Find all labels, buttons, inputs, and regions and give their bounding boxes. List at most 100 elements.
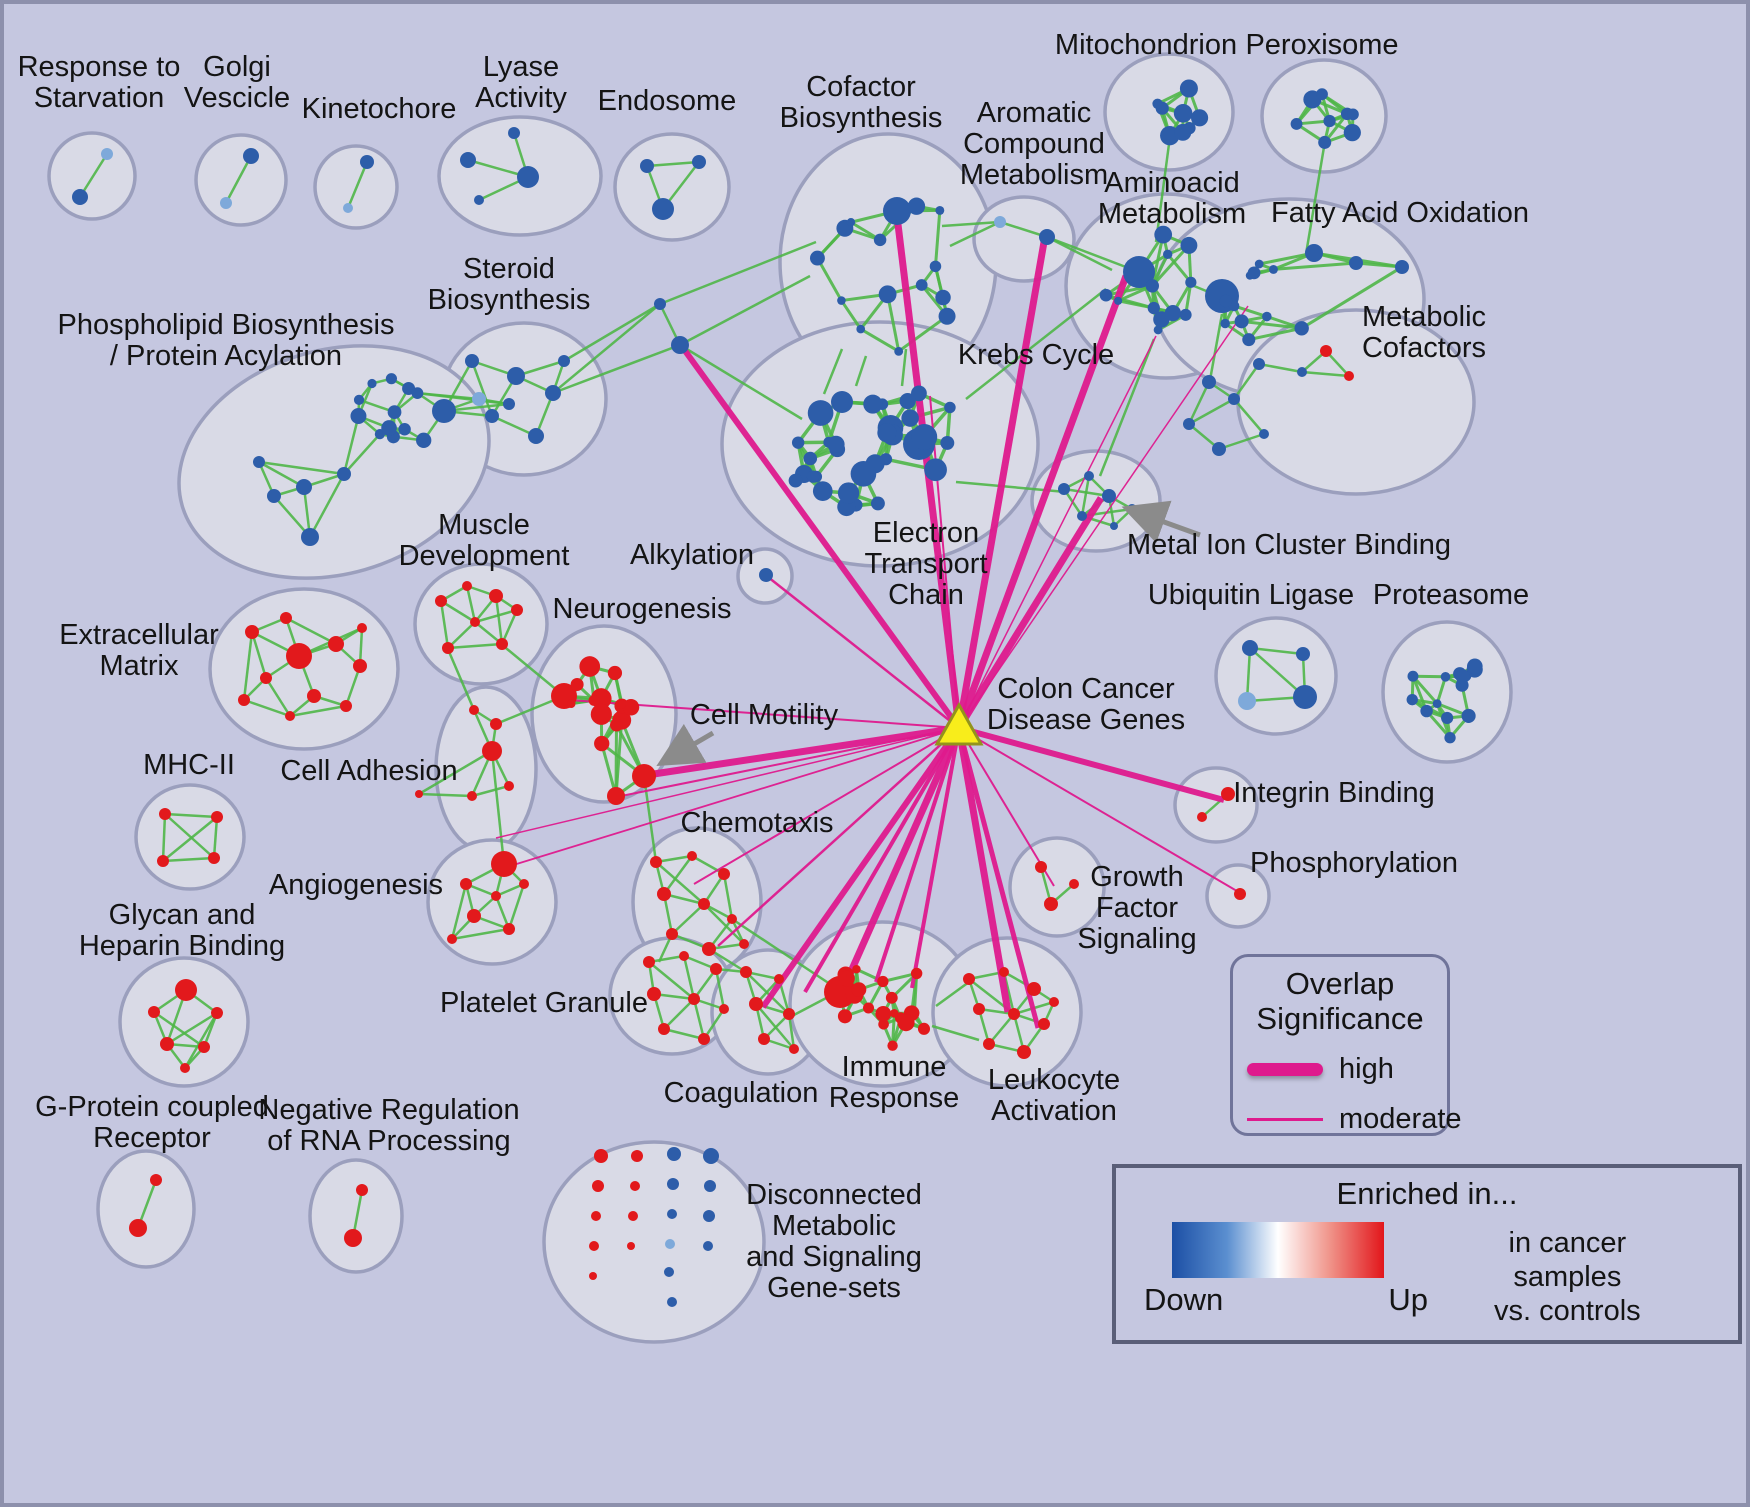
cluster-ellipse-endosome bbox=[613, 132, 731, 242]
gene-set-edge bbox=[258, 460, 345, 476]
gene-set-node bbox=[592, 1180, 604, 1192]
annot-layer bbox=[656, 500, 1201, 767]
gene-set-node bbox=[1147, 301, 1160, 315]
gene-set-node bbox=[1259, 429, 1269, 439]
gene-set-node bbox=[211, 1007, 223, 1019]
enrichment-note: in cancer samples vs. controls bbox=[1494, 1226, 1641, 1329]
gene-set-node bbox=[435, 595, 447, 607]
gene-set-node bbox=[1153, 325, 1163, 335]
gene-set-node bbox=[758, 1033, 770, 1045]
significance-edge bbox=[495, 727, 960, 839]
gene-set-edge bbox=[1258, 251, 1315, 266]
gene-set-node bbox=[878, 285, 897, 304]
gene-set-node bbox=[129, 1219, 147, 1237]
label-g-protein-coupled-receptor: Receptor bbox=[93, 1122, 211, 1154]
gene-set-node bbox=[588, 694, 600, 706]
gene-set-node bbox=[503, 923, 515, 935]
gene-set-node bbox=[1154, 225, 1173, 244]
gene-set-node bbox=[1038, 1018, 1050, 1030]
hub-layer bbox=[934, 701, 984, 746]
overlap-legend-row-moderate: moderate bbox=[1247, 1103, 1462, 1136]
gene-set-node bbox=[1180, 236, 1198, 254]
gene-set-node bbox=[702, 942, 716, 956]
gene-set-edge bbox=[692, 968, 718, 1000]
gene-set-node bbox=[812, 481, 833, 501]
label-leukocyte-activation: Leukocyte bbox=[988, 1064, 1120, 1096]
gene-set-node bbox=[589, 1241, 599, 1251]
gene-set-edge bbox=[891, 1013, 896, 1046]
gene-set-node bbox=[267, 489, 281, 503]
gene-set-node bbox=[1305, 244, 1323, 262]
gene-set-node bbox=[101, 148, 113, 160]
gene-set-node bbox=[1145, 279, 1160, 293]
gene-set-node bbox=[470, 617, 480, 627]
gene-set-node bbox=[594, 1149, 608, 1163]
gene-set-edge bbox=[1411, 675, 1439, 705]
gene-set-node bbox=[465, 354, 479, 368]
gene-set-node bbox=[973, 1003, 985, 1015]
gene-set-node bbox=[1347, 108, 1359, 121]
gene-set-node bbox=[665, 1239, 675, 1249]
label-golgi-vescicle: Vescicle bbox=[184, 82, 290, 114]
gene-set-edge bbox=[988, 1013, 1015, 1045]
gene-set-node bbox=[1027, 982, 1041, 996]
gene-set-edge bbox=[342, 415, 360, 475]
gene-set-edge bbox=[439, 600, 450, 649]
gene-set-edge bbox=[494, 595, 504, 645]
gene-set-node bbox=[260, 672, 272, 684]
gene-set-node bbox=[1179, 79, 1198, 98]
gene-set-node bbox=[899, 392, 916, 410]
gene-set-node bbox=[1197, 812, 1207, 822]
gene-set-node bbox=[628, 1211, 638, 1221]
label-lyase-activity: Activity bbox=[475, 82, 567, 114]
inter-cluster-edge bbox=[563, 302, 661, 363]
gene-set-node bbox=[245, 625, 259, 639]
inter-cluster-edge bbox=[679, 274, 811, 347]
gene-set-edge bbox=[1166, 253, 1193, 284]
enrichment-note-line3: vs. controls bbox=[1494, 1295, 1641, 1328]
gene-set-node bbox=[503, 398, 515, 410]
gene-set-edge bbox=[1273, 261, 1357, 271]
gene-set-node bbox=[519, 879, 529, 889]
gene-set-node bbox=[243, 148, 259, 164]
gene-set-node bbox=[727, 914, 737, 924]
inter-cluster-edge bbox=[1046, 235, 1140, 274]
significance-edge bbox=[955, 274, 1130, 730]
label-chemotaxis: Chemotaxis bbox=[680, 807, 833, 839]
significance-edge bbox=[958, 727, 1243, 895]
inter-cluster-edge bbox=[1154, 143, 1171, 243]
gene-set-node bbox=[416, 432, 432, 448]
gene-set-edge bbox=[344, 665, 362, 707]
label-alkylation: Alkylation bbox=[630, 539, 754, 571]
gene-set-edge bbox=[465, 585, 477, 623]
label-phospholipid-biosynthesis: / Protein Acylation bbox=[110, 340, 342, 372]
inter-cluster-edge bbox=[500, 643, 565, 697]
gene-set-edge bbox=[418, 792, 473, 798]
gene-set-edge bbox=[258, 460, 305, 489]
gene-set-node bbox=[654, 298, 666, 310]
gene-set-node bbox=[1044, 897, 1058, 911]
label-golgi-vescicle: Golgi bbox=[203, 51, 271, 83]
gene-set-edge bbox=[1249, 647, 1306, 698]
gene-set-node bbox=[1152, 98, 1163, 109]
gene-set-node bbox=[878, 1018, 889, 1030]
gene-set-edge bbox=[166, 1011, 218, 1046]
gene-set-edge bbox=[250, 631, 268, 679]
significance-edge bbox=[803, 726, 961, 994]
gene-set-node bbox=[627, 1242, 635, 1250]
gene-set-node bbox=[910, 967, 923, 980]
gene-set-edge bbox=[648, 961, 695, 1000]
gene-set-node bbox=[838, 970, 855, 987]
inter-cluster-edge bbox=[941, 220, 1001, 228]
cluster-ellipse-growth-factor-signaling bbox=[1008, 836, 1106, 938]
overlap-legend-title-line2: Significance bbox=[1256, 1000, 1424, 1036]
gene-set-node bbox=[504, 781, 514, 791]
gene-set-node bbox=[897, 1013, 915, 1032]
gene-set-node bbox=[837, 482, 860, 504]
gene-set-edge bbox=[1258, 362, 1303, 374]
gene-set-edge bbox=[1301, 370, 1350, 378]
gene-set-node bbox=[328, 636, 344, 652]
gene-set-node bbox=[831, 391, 853, 413]
gene-set-edge bbox=[1232, 363, 1261, 400]
